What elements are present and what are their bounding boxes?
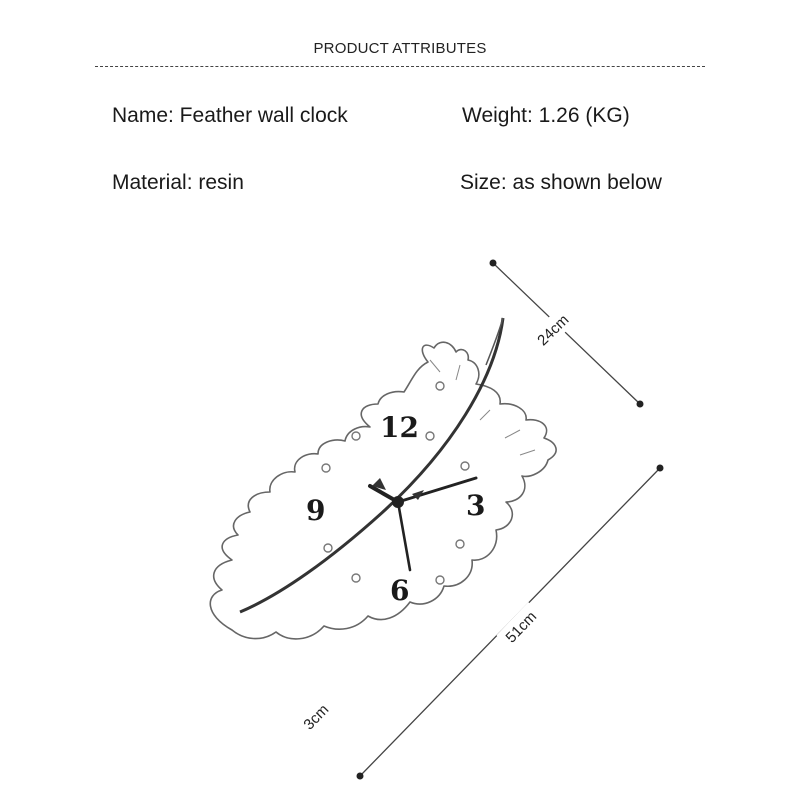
attribute-weight: Weight: 1.26 (KG) xyxy=(462,104,630,127)
numeral-3: 3 xyxy=(466,489,485,522)
numeral-9: 9 xyxy=(306,494,325,527)
dashed-divider xyxy=(95,66,705,67)
feather-spine xyxy=(239,317,505,614)
dimension-depth-label: 3cm xyxy=(300,701,332,733)
section-title: PRODUCT ATTRIBUTES xyxy=(313,40,487,57)
clock-hands xyxy=(368,476,478,572)
numeral-6: 6 xyxy=(390,574,409,607)
hand-ornament xyxy=(372,478,424,500)
second-hand xyxy=(396,500,412,572)
attribute-material: Material: resin xyxy=(112,171,244,194)
dimension-width xyxy=(489,259,644,408)
numeral-12: 12 xyxy=(380,411,419,444)
attribute-size: Size: as shown below xyxy=(460,171,662,194)
feather-outline xyxy=(209,341,557,640)
minute-hand xyxy=(396,476,478,504)
hour-markers xyxy=(321,381,470,585)
attribute-name: Name: Feather wall clock xyxy=(112,104,348,127)
clock-center-pin xyxy=(392,496,404,508)
feather-texture xyxy=(429,359,536,456)
